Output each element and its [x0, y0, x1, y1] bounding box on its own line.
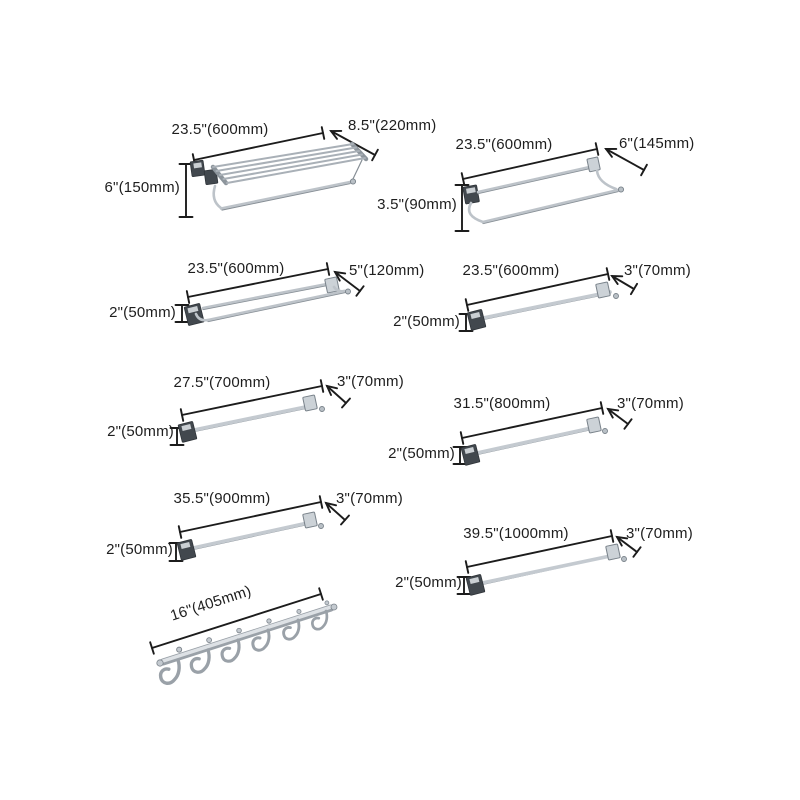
- width-dimension-label: 35.5"(900mm): [173, 490, 271, 507]
- single-towel-bar-product: [177, 394, 325, 443]
- dimension-line-width: [179, 379, 325, 422]
- depth-dimension-label: 3"(70mm): [336, 490, 403, 507]
- hook: [251, 618, 272, 652]
- hook: [282, 608, 302, 641]
- single-towel-bar-1000-drawing: [456, 529, 642, 596]
- dimension-line-width: [185, 262, 331, 304]
- width-dimension-label: 27.5"(700mm): [173, 374, 271, 391]
- dimension-line-depth: [333, 270, 365, 297]
- width-dimension-label: 23.5"(600mm): [455, 136, 553, 153]
- dimension-line-depth: [325, 384, 351, 409]
- hook-rail-drawing: [149, 587, 338, 685]
- towel-shelf-product: [189, 141, 369, 211]
- height-dimension-label: 2"(50mm): [106, 541, 173, 558]
- single-towel-bar-product: [466, 281, 619, 331]
- width-dimension-label: 23.5"(600mm): [171, 121, 269, 138]
- height-dimension-label: 2"(50mm): [395, 574, 462, 591]
- height-dimension-label: 6"(150mm): [104, 179, 180, 196]
- dimension-line-height: [454, 184, 470, 232]
- double-towel-bar-product: [183, 276, 351, 326]
- height-dimension-label: 3.5"(90mm): [377, 196, 457, 213]
- depth-dimension-label: 3"(70mm): [337, 373, 404, 390]
- hook: [189, 637, 212, 674]
- hook-rail-product: [156, 600, 338, 685]
- dimension-line-width: [460, 142, 600, 186]
- width-dimension-label: 39.5"(1000mm): [463, 525, 569, 542]
- depth-dimension-label: 3"(70mm): [617, 395, 684, 412]
- hook: [311, 600, 330, 631]
- dimension-line-depth: [606, 407, 633, 430]
- height-dimension-label: 2"(50mm): [109, 304, 176, 321]
- dimension-line-width: [464, 529, 615, 574]
- height-dimension-label: 2"(50mm): [393, 313, 460, 330]
- depth-dimension-label: 3"(70mm): [624, 262, 691, 279]
- dimension-line-depth: [604, 148, 648, 177]
- single-towel-bar-700-drawing: [169, 379, 351, 446]
- depth-dimension-label: 6"(145mm): [619, 135, 695, 152]
- depth-dimension-label: 3"(70mm): [626, 525, 693, 542]
- dimension-line-height: [178, 163, 194, 218]
- dimension-line-height: [174, 304, 190, 323]
- dimension-line-width: [177, 495, 324, 539]
- single-towel-bar-800-drawing: [452, 401, 633, 466]
- double-towel-bar-145-drawing: [454, 142, 648, 232]
- single-towel-bar-product: [176, 511, 324, 561]
- hook: [220, 627, 242, 663]
- dimension-line-depth: [610, 274, 639, 296]
- width-dimension-label: 31.5"(800mm): [453, 395, 551, 412]
- double-towel-bar-product: [462, 156, 625, 225]
- height-dimension-label: 2"(50mm): [107, 423, 174, 440]
- dimension-line-width: [459, 401, 605, 445]
- height-dimension-label: 2"(50mm): [388, 445, 455, 462]
- double-towel-bar-120-drawing: [174, 262, 365, 326]
- towel-shelf-drawing: [178, 126, 379, 218]
- single-towel-bar-product: [460, 416, 608, 466]
- dimension-line-width: [149, 587, 324, 655]
- hook: [158, 646, 183, 685]
- width-dimension-label: 23.5"(600mm): [187, 260, 285, 277]
- dimension-line-width: [464, 267, 611, 312]
- dimension-line-depth: [324, 501, 350, 526]
- depth-dimension-label: 8.5"(220mm): [348, 117, 437, 134]
- width-dimension-label: 23.5"(600mm): [462, 262, 560, 279]
- dimension-line-depth: [615, 535, 642, 558]
- single-towel-bar-product: [465, 543, 627, 596]
- single-towel-bar-900-drawing: [168, 495, 350, 562]
- single-towel-bar-600-drawing: [458, 267, 639, 332]
- depth-dimension-label: 5"(120mm): [349, 262, 425, 279]
